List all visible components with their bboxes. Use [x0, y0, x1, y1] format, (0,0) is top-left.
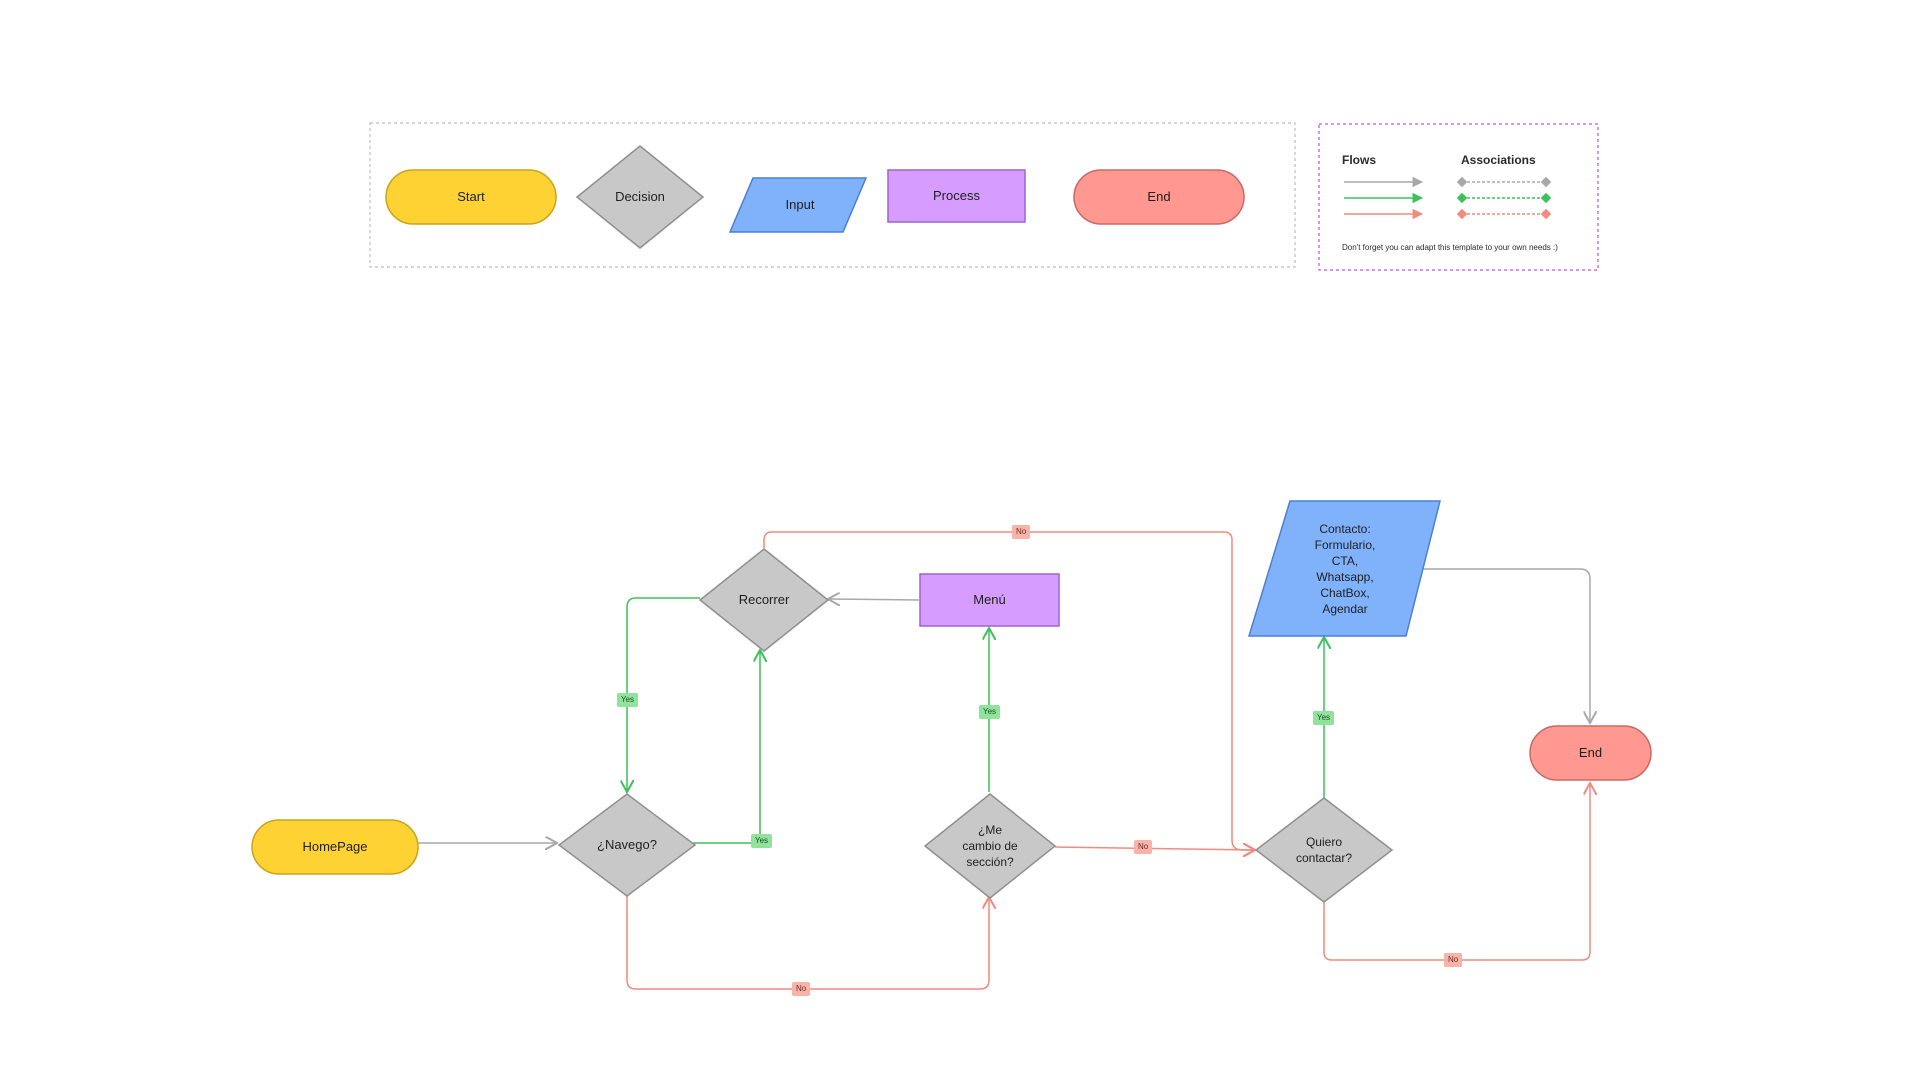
- node-cambio-shape[interactable]: [923, 793, 1057, 899]
- legend-associations-title: Associations: [1461, 153, 1536, 167]
- connector-recorrer-navego-yes: [627, 597, 700, 792]
- connector-navego-recorrer-yes: [693, 650, 760, 844]
- connector-menu-recorrer: [828, 599, 920, 600]
- node-homepage-shape[interactable]: [251, 819, 419, 875]
- badge-no-recorrer-quiero: No: [1012, 525, 1031, 539]
- node-navego-shape[interactable]: [557, 793, 697, 897]
- node-menu-shape[interactable]: [919, 573, 1060, 627]
- node-contacto-shape[interactable]: [1247, 500, 1441, 637]
- connector-contacto-end: [1420, 568, 1590, 723]
- node-quiero-shape[interactable]: [1254, 797, 1394, 903]
- legend-lines-frame: [1318, 123, 1599, 271]
- badge-yes-quiero-contacto: Yes: [1313, 711, 1335, 725]
- legend-decision-shape[interactable]: [575, 145, 705, 249]
- legend-note: Don't forget you can adapt this template…: [1342, 243, 1558, 252]
- legend-start-shape[interactable]: [385, 169, 557, 225]
- legend-input-shape[interactable]: [728, 177, 868, 233]
- connector-recorrer-quiero-no: [763, 531, 1255, 850]
- badge-yes-cambio-menu: Yes: [979, 705, 1001, 719]
- legend-flows-title: Flows: [1342, 153, 1377, 167]
- connector-navego-cambio-no: [626, 894, 989, 990]
- legend-end-shape[interactable]: [1073, 169, 1245, 225]
- badge-no-quiero-end: No: [1444, 953, 1463, 967]
- node-recorrer-shape[interactable]: [698, 548, 830, 652]
- badge-no-navego-cambio: No: [792, 982, 811, 996]
- badge-no-cambio-quiero: No: [1134, 840, 1153, 854]
- badge-yes-navego-recorrer: Yes: [751, 834, 773, 848]
- node-end-shape[interactable]: [1529, 725, 1652, 781]
- connector-cambio-quiero-no: [1054, 847, 1255, 850]
- legend-process-shape[interactable]: [887, 169, 1026, 223]
- badge-yes-recorrer-navego: Yes: [617, 693, 639, 707]
- legend-shapes-frame: [369, 122, 1296, 268]
